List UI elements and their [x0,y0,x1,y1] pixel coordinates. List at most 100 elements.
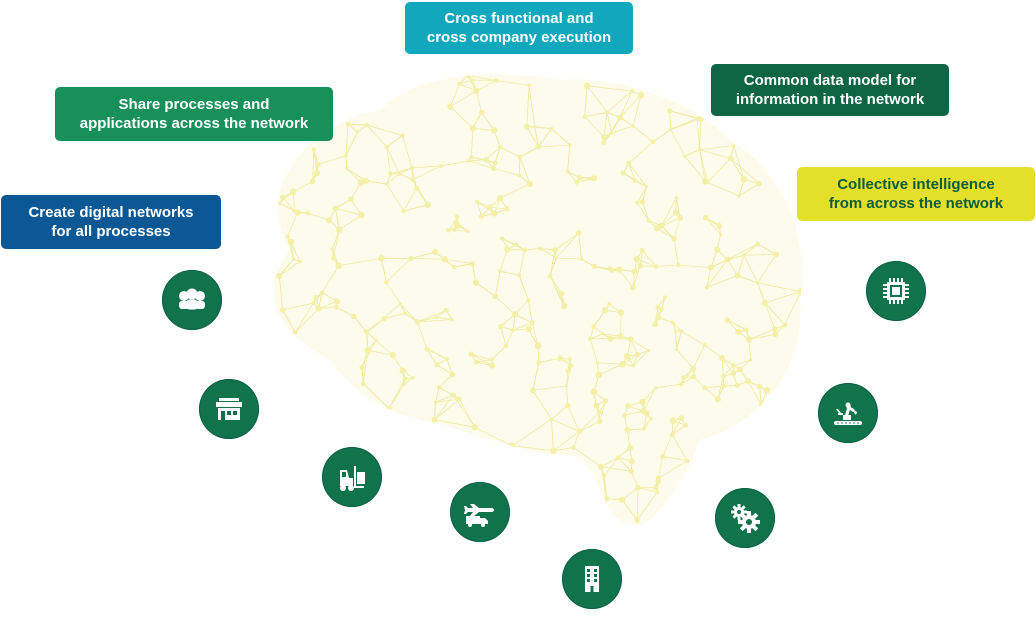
brain-link [699,145,734,150]
brain-node [623,352,631,360]
brain-link [611,125,634,134]
brain-link [434,394,454,420]
brain-node [443,307,449,313]
brain-link [636,258,657,267]
forklift-icon [340,466,365,491]
brain-node [496,194,504,202]
brain-link [764,302,776,330]
brain-link [499,249,508,272]
brain-node [333,298,341,305]
brain-link [454,229,469,232]
brain-node [628,468,634,474]
brain-node [631,268,638,275]
brain-link [579,412,600,432]
brain-node [632,178,638,184]
brain-node [653,264,659,269]
store-icon [216,398,242,420]
brain-node [313,169,321,177]
brain-node [617,333,624,339]
brain-link [287,212,299,237]
brain-node [457,396,462,402]
brain-link [494,271,501,297]
brain-node [673,329,678,333]
brain-link [657,456,663,479]
brain-node [455,223,462,229]
brain-link [476,80,497,92]
brain-node [659,453,666,460]
brain-node [675,347,679,352]
brain-link [757,254,777,284]
brain-node [523,123,531,130]
gears-icon [731,504,760,533]
brain-node [398,302,402,306]
brain-link [662,456,688,462]
brain-link [606,112,612,134]
brain-node [424,346,430,352]
brain-node [490,165,497,172]
brain-link [747,381,762,405]
brain-node [602,306,609,314]
brain-link [385,258,412,283]
brain-node [582,114,587,119]
brain-node [434,315,439,320]
brain-node [635,484,641,491]
forklift-badge [322,447,382,507]
brain-link [655,383,682,389]
brain-node [473,87,480,95]
brain-link [278,275,284,310]
brain-link [636,202,650,222]
brain-node [641,426,646,431]
brain-node [666,108,673,114]
brain-node [674,196,679,201]
brain-node [615,455,621,461]
brain-node [745,378,752,385]
brain-link [652,129,671,143]
brain-link [449,83,460,107]
brain-link [630,338,649,351]
brain-node [702,385,708,391]
brain-node [697,147,702,152]
brain-link [485,146,501,161]
brain-link [624,410,644,416]
brain-node [386,405,392,412]
brain-node [486,204,493,211]
brain-node [413,185,420,192]
brain-node [360,381,366,387]
brain-node [536,359,542,366]
brain-node [444,356,449,362]
brain-link [514,299,529,315]
brain-node [633,256,640,263]
brain-node [567,143,572,147]
brain-link [579,421,600,432]
brain-node [558,290,565,297]
brain-node [707,264,714,271]
brain-link [385,281,401,304]
brain-link [597,362,623,365]
brain-link [555,232,579,259]
brain-link [526,126,539,148]
brain-link [621,487,639,501]
brain-node [630,284,636,291]
brain-node [454,214,460,219]
brain-node [475,199,480,204]
brain-link [628,163,647,188]
brain-link [553,431,580,452]
collective-intelligence-label: Collective intelligence from across the … [797,167,1035,221]
brain-node [637,263,643,269]
brain-node [401,208,406,214]
brain-node [305,210,311,216]
brain-node [402,382,406,386]
brain-node [411,375,415,380]
brain-node [671,235,677,242]
brain-node [469,155,474,160]
brain-node [550,447,557,454]
brain-node [315,305,322,312]
brain-link [518,249,526,276]
brain-link [524,248,540,251]
brain-link [676,349,694,369]
brain-link [553,447,574,452]
brain-node [457,81,462,86]
brain-node [565,368,571,374]
brain-link [435,387,440,403]
brain-link [642,201,650,221]
